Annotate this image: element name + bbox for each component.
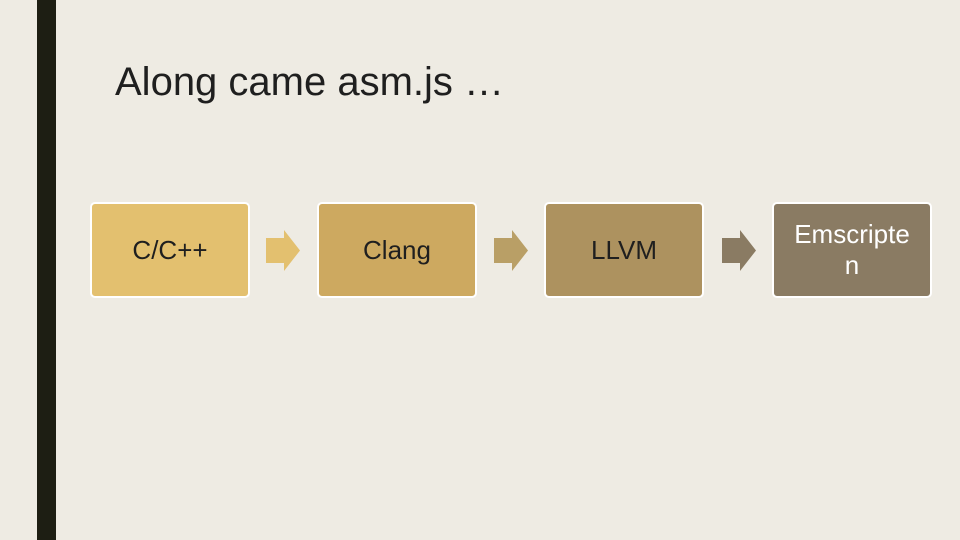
flow-step-label: LLVM <box>591 234 657 265</box>
flow-step-label: Clang <box>363 234 431 265</box>
accent-bar <box>37 0 56 540</box>
flow-step-label: Emscripte n <box>794 219 910 280</box>
flow-step-cc: C/C++ <box>90 202 250 298</box>
flow-step-clang: Clang <box>317 202 477 298</box>
right-arrow-icon <box>722 230 756 271</box>
flow-step-label: C/C++ <box>132 234 208 265</box>
right-arrow-icon <box>266 230 300 271</box>
flow-step-llvm: LLVM <box>544 202 704 298</box>
flow-step-emscripten: Emscripte n <box>772 202 932 298</box>
right-arrow-icon <box>494 230 528 271</box>
slide-title: Along came asm.js … <box>115 60 505 104</box>
